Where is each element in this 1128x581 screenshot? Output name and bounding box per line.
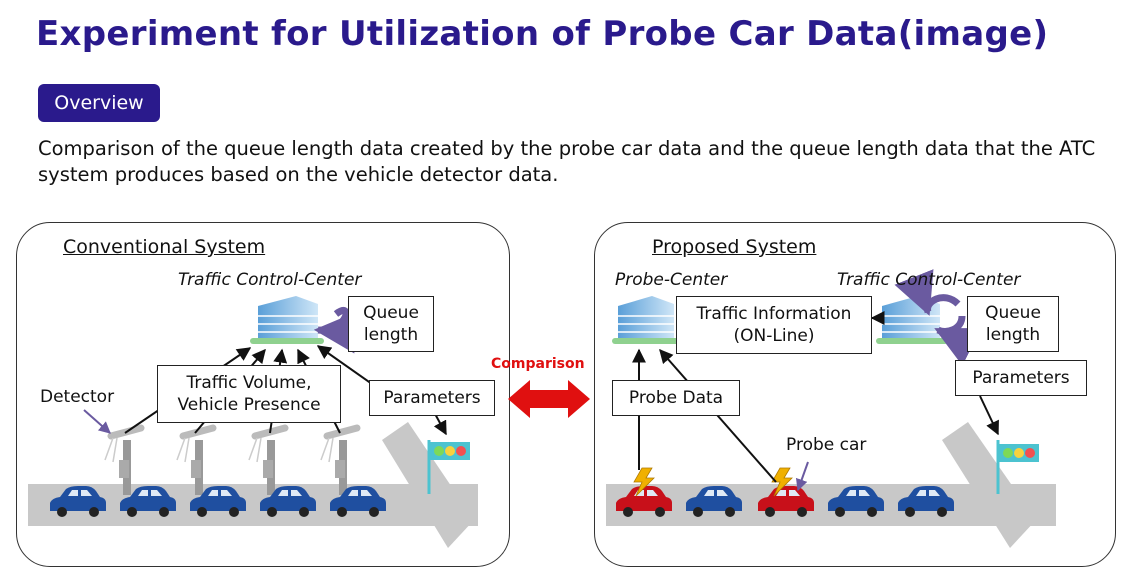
conventional-center-label: Traffic Control-Center (178, 270, 362, 290)
lightning-icon (633, 467, 793, 497)
proposed-title: Proposed System (652, 236, 817, 258)
cycle-arrow-icon (894, 269, 961, 316)
building-icon (250, 296, 324, 344)
detector-label: Detector (40, 387, 115, 407)
traffic-light-icon (996, 440, 1039, 494)
comparison-arrow-icon (508, 380, 590, 418)
road-branch-proposed (942, 422, 1036, 548)
proposed-queue-length-box: Queue length (967, 296, 1059, 352)
cycle-arrow-icon (934, 315, 982, 366)
description-text: Comparison of the queue length data crea… (38, 137, 1096, 186)
cycle-arrow-icon (313, 306, 358, 354)
traffic-information-box: Traffic Information (ON-Line) (676, 296, 872, 354)
overview-badge: Overview (38, 84, 160, 122)
comparison-label: Comparison (491, 356, 585, 372)
detector-pointer (83, 409, 111, 434)
page-title: Experiment for Utilization of Probe Car … (36, 14, 1049, 54)
traffic-light-icon (427, 440, 470, 494)
control-building-icon (876, 296, 948, 344)
proposed-parameters-box: Parameters (955, 360, 1087, 396)
conventional-parameters-box: Parameters (369, 380, 495, 416)
traffic-volume-box: Traffic Volume, Vehicle Presence (157, 365, 341, 423)
probe-car-pointer (795, 461, 809, 492)
probe-building-icon (612, 296, 682, 344)
conventional-queue-length-box: Queue length (348, 296, 434, 352)
proposed-center-label: Traffic Control-Center (837, 270, 1021, 290)
conventional-title: Conventional System (63, 236, 266, 258)
probe-car-label: Probe car (786, 435, 867, 455)
probe-data-box: Probe Data (612, 380, 740, 416)
probe-center-label: Probe-Center (615, 270, 728, 290)
